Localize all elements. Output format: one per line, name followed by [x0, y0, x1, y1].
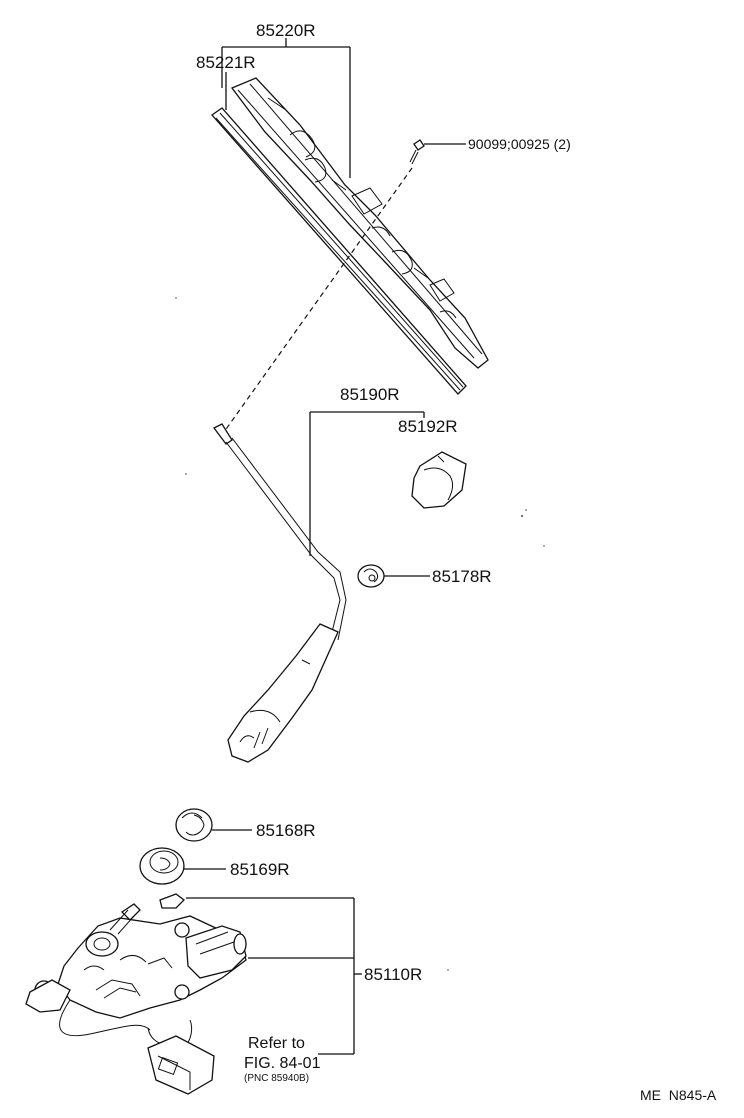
part-label-85178R: 85178R — [432, 567, 492, 586]
motor-leader-lines — [186, 897, 362, 1055]
wiper-motor-icon — [25, 893, 247, 1047]
part-label-85168R: 85168R — [256, 821, 316, 840]
part-label-85190R: 85190R — [340, 385, 400, 404]
part-label-85192R: 85192R — [398, 417, 458, 436]
scan-specks — [175, 297, 545, 971]
cap-icon — [175, 808, 213, 842]
part-label-85220R: 85220R — [256, 21, 316, 40]
part-label-90099-00925: 90099;00925 (2) — [468, 136, 571, 152]
reference-line-1: Refer to — [248, 1035, 305, 1052]
cap-icon — [139, 847, 185, 885]
blade-leader-lines — [221, 38, 351, 178]
reference-line-3: (PNC 85940B) — [244, 1073, 309, 1084]
alignment-dashed-line — [223, 167, 413, 433]
cap-icon — [411, 451, 467, 509]
connector-icon — [147, 1035, 215, 1095]
part-label-85169R: 85169R — [230, 860, 290, 879]
arm-leader-lines — [309, 411, 425, 556]
reference-line-2: FIG. 84-01 — [244, 1055, 321, 1072]
part-label-85110R: 85110R — [364, 965, 422, 984]
nut-icon — [357, 564, 385, 588]
wiper-blade-icon — [211, 77, 489, 395]
wiper-arm-icon — [213, 423, 347, 763]
screw-icon — [409, 139, 425, 165]
part-label-85221R: 85221R — [196, 53, 256, 72]
drawing-code: ME N845-A — [640, 1087, 717, 1103]
